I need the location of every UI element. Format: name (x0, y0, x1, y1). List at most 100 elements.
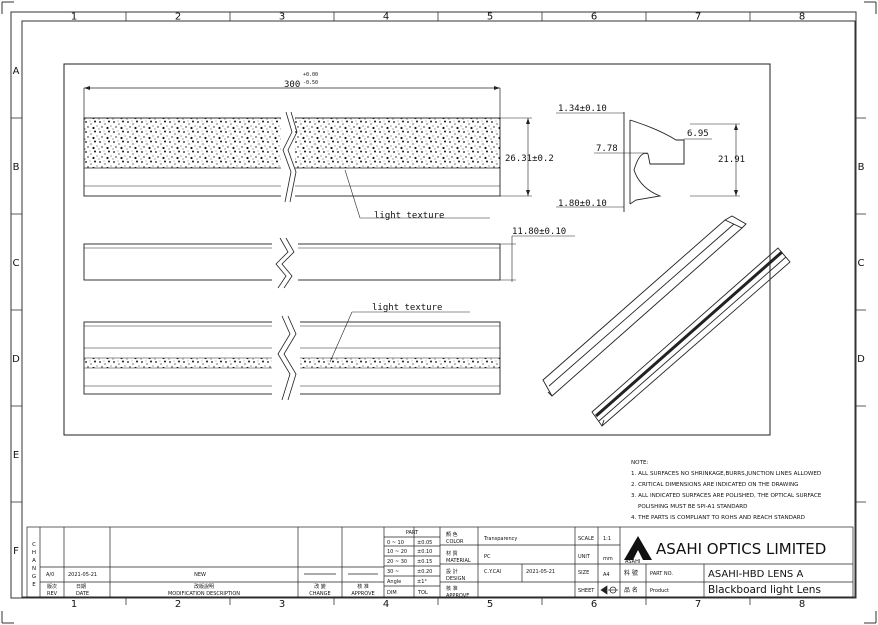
column-labels-top: 1 2 3 4 5 6 7 8 (71, 12, 805, 23)
front-view: 300 +0.00 -0.50 26.31±0.2 light texture (83, 72, 554, 221)
approve2-label: APPROVE (446, 593, 469, 599)
approve-label: APPROVE (351, 591, 374, 597)
column-label: 3 (279, 12, 285, 23)
view-frame (63, 63, 771, 436)
part-no-label: PART NO. (650, 571, 673, 577)
change-letter: G (32, 574, 36, 580)
row-label: A (13, 66, 20, 77)
scale-label: SCALE (578, 536, 594, 542)
modification-label: MODIFICATION DESCRIPTION (168, 591, 240, 597)
size-label: SIZE (578, 570, 589, 576)
column-label: 7 (695, 12, 701, 23)
row-labels-left: A B C D E F (12, 66, 20, 557)
note-item: 3. ALL INDICATED SURFACES ARE POLISHED, … (631, 493, 822, 499)
company-name: ASAHI OPTICS LIMITED (656, 540, 826, 558)
column-label: 3 (279, 599, 285, 610)
change-letter: A (32, 558, 36, 564)
modification-value: NEW (194, 572, 206, 578)
change-letter: C (32, 542, 36, 548)
row-label: B (13, 162, 20, 173)
profile-inner-right-dimension: 6.95 (687, 129, 709, 139)
date-label: DATE (76, 591, 89, 597)
tol-value: ±1° (417, 579, 427, 585)
note-item: 4. THE PARTS IS COMPLIANT TO ROHS AND RE… (631, 515, 805, 521)
column-label: 5 (487, 12, 493, 23)
bottom-view: light texture (83, 303, 501, 401)
length-tolerance-upper: +0.00 (303, 72, 318, 78)
notes: NOTE: 1. ALL SURFACES NO SHRINKAGE,BURRS… (631, 460, 822, 521)
color-label-cn: 顏 色 (446, 531, 458, 538)
length-dimension: 300 (284, 80, 300, 90)
unit-label: UNIT (578, 554, 591, 560)
tol-range: 10 ~ 20 (387, 549, 407, 555)
column-label: 1 (71, 599, 77, 610)
change-label-cn: 改 變 (314, 583, 326, 590)
material-value: PC (484, 554, 491, 560)
color-label: COLOR (446, 539, 464, 545)
profile-overall-height-dimension: 21.91 (718, 155, 745, 165)
isometric-view-right (591, 247, 791, 427)
design-label-cn: 設 計 (446, 568, 458, 575)
rev-label-cn: 版次 (47, 583, 57, 590)
date-label-cn: 日期 (76, 584, 86, 590)
thickness-dimension: 11.80±0.10 (512, 227, 566, 237)
column-label: 4 (383, 12, 389, 23)
material-label-cn: 材 質 (446, 550, 458, 557)
scale-value: 1:1 (603, 536, 611, 542)
column-label: 2 (175, 599, 181, 610)
design-date: 2021-05-21 (526, 569, 555, 575)
row-label: E (13, 450, 19, 461)
isometric-view-left (542, 215, 747, 397)
height-dimension: 26.31±0.2 (505, 154, 554, 164)
profile-bottom-dimension: 1.80±0.10 (558, 199, 607, 209)
date-value: 2021-05-21 (68, 572, 97, 578)
column-label: 8 (799, 12, 805, 23)
product-label: Product (650, 588, 669, 594)
column-label: 7 (695, 599, 701, 610)
row-label: D (12, 354, 20, 365)
length-tolerance-lower: -0.50 (303, 80, 318, 86)
note-item: POLISHING MUST BE SPI-A1 STANDARD (638, 504, 747, 510)
column-label: 6 (591, 599, 597, 610)
grid-ticks (11, 12, 866, 605)
tol-range: Angle (387, 579, 401, 585)
design-value: C.Y.CAI (484, 569, 501, 575)
row-label: D (857, 354, 865, 365)
rev-label: REV (47, 591, 58, 597)
texture-label-bottom: light texture (372, 303, 442, 313)
column-label: 5 (487, 599, 493, 610)
material-label: MATERIAL (446, 558, 471, 564)
part-no-value: ASAHI-HBD LENS A (708, 569, 803, 580)
company-logo-icon: ASAHI (624, 536, 652, 565)
sheet-label: SHEET (578, 588, 595, 594)
part-label: PART (406, 530, 419, 536)
top-view: 11.80±0.10 (83, 227, 575, 289)
projection-symbol-icon (600, 585, 618, 595)
size-value: A4 (603, 572, 610, 578)
outer-frame (10, 11, 857, 599)
tol-label: TOL (417, 590, 428, 596)
change-label: CHANGE (309, 591, 330, 597)
column-label: 4 (383, 599, 389, 610)
tol-value: ±0.20 (417, 569, 432, 575)
change-letter: N (32, 566, 36, 572)
color-value: Transparency (483, 536, 517, 542)
part-no-label-cn: 料 號 (624, 569, 638, 577)
notes-title: NOTE: (631, 460, 649, 466)
row-label: C (858, 258, 865, 269)
tol-value: ±0.10 (417, 549, 432, 555)
texture-label-top: light texture (374, 211, 444, 221)
profile-top-dimension: 1.34±0.10 (558, 104, 607, 114)
column-label: 1 (71, 12, 77, 23)
change-letter: E (32, 582, 36, 588)
row-label: C (13, 258, 20, 269)
change-letter: H (32, 550, 36, 556)
approve2-label-cn: 核 准 (446, 585, 458, 592)
title-block-text: C H A N G E A/0 2021-05-21 NEW 版次 REV 日期… (32, 530, 826, 599)
dim-label: DIM (387, 590, 397, 596)
note-item: 1. ALL SURFACES NO SHRINKAGE,BURRS,JUNCT… (631, 471, 821, 477)
rev-value: A/0 (46, 572, 54, 578)
column-label: 2 (175, 12, 181, 23)
